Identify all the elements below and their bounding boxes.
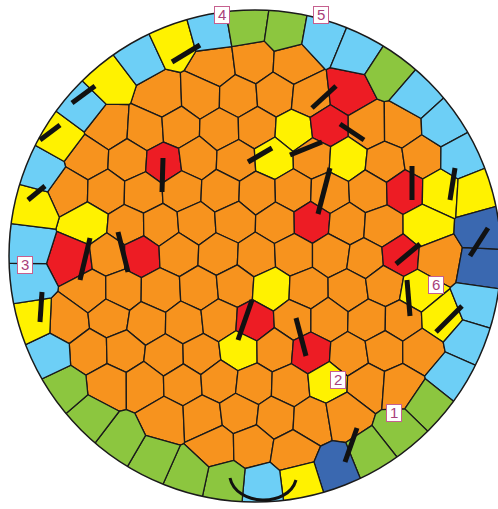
callout-number: 2 <box>330 371 346 389</box>
cell <box>26 365 88 424</box>
division-bar <box>296 318 306 356</box>
division-bar <box>450 168 455 200</box>
division-bar <box>40 125 60 140</box>
division-bar <box>340 124 364 140</box>
cell <box>346 425 408 493</box>
division-bar <box>345 428 357 462</box>
division-bar <box>40 292 42 322</box>
cell <box>441 125 498 179</box>
division-bar <box>312 86 336 108</box>
division-bar <box>248 148 272 162</box>
callout-number: 3 <box>17 256 33 274</box>
division-bar <box>28 186 45 200</box>
callout-number: 1 <box>386 404 402 422</box>
cell <box>280 462 329 509</box>
callout-number: 5 <box>313 6 329 24</box>
division-bar <box>290 142 322 155</box>
division-bar <box>436 306 462 332</box>
division-bar <box>80 238 90 280</box>
division-bar <box>470 228 488 256</box>
division-bar <box>318 168 330 214</box>
cell <box>183 0 232 51</box>
callout-number: 6 <box>428 276 444 294</box>
division-bar <box>407 280 410 316</box>
division-bar <box>396 244 420 264</box>
cell <box>103 20 165 86</box>
division-bar <box>238 300 252 340</box>
division-bar <box>72 86 95 103</box>
callout-number: 4 <box>214 6 230 24</box>
division-bar <box>410 166 415 200</box>
tissue-outline <box>9 10 498 502</box>
cell <box>421 88 482 147</box>
cell <box>314 441 366 508</box>
cell <box>142 5 196 73</box>
division-bar <box>172 45 200 62</box>
cell <box>233 425 273 469</box>
cell <box>10 333 71 386</box>
division-bar <box>162 158 163 192</box>
division-bar <box>118 232 128 272</box>
arc-mark <box>230 478 296 500</box>
